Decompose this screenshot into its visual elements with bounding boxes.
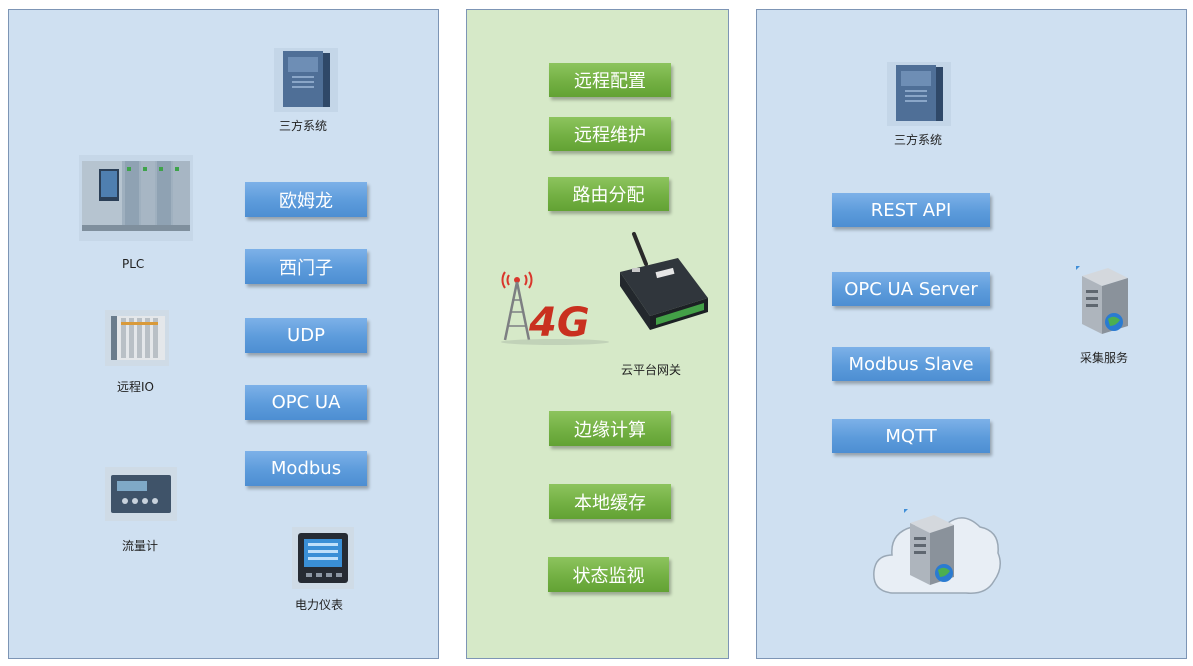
third-party-system-label: 三方系统 [279, 119, 328, 133]
power-meter-icon [292, 527, 354, 589]
opc-ua-server-button[interactable]: OPC UA Server [832, 272, 990, 306]
protocol-opc-ua-button[interactable]: OPC UA [245, 385, 367, 420]
remote-maintenance-button[interactable]: 远程维护 [549, 117, 671, 151]
status-monitor-button[interactable]: 状态监视 [548, 557, 669, 592]
cabinet-icon [274, 48, 338, 112]
modbus-slave-button[interactable]: Modbus Slave [832, 347, 990, 381]
remote-io-icon [105, 310, 169, 366]
protocol-siemens-button[interactable]: 西门子 [245, 249, 367, 284]
power-meter-label: 电力仪表 [295, 598, 344, 612]
device-panel [8, 9, 439, 659]
local-cache-button[interactable]: 本地缓存 [549, 484, 671, 519]
collection-service-label: 采集服务 [1080, 351, 1129, 365]
protocol-udp-button[interactable]: UDP [245, 318, 367, 353]
remote-config-button[interactable]: 远程配置 [549, 63, 671, 97]
cloud-gateway-label: 云平台网关 [621, 363, 682, 377]
svg-text:4G: 4G [528, 300, 590, 346]
remote-io-label: 远程IO [117, 380, 154, 394]
plc-icon [79, 155, 193, 241]
4g-tower-icon: 4G [501, 271, 609, 346]
flowmeter-icon [105, 467, 177, 521]
gateway-device-icon [620, 232, 708, 330]
server-icon [1076, 266, 1128, 334]
protocol-modbus-button[interactable]: Modbus [245, 451, 367, 486]
edge-computing-button[interactable]: 边缘计算 [549, 411, 671, 446]
flowmeter-label: 流量计 [122, 539, 159, 553]
cloud-server-icon [873, 509, 1001, 594]
mqtt-button[interactable]: MQTT [832, 419, 990, 453]
rest-api-button[interactable]: REST API [832, 193, 990, 227]
third-party-system-label: 三方系统 [894, 133, 943, 147]
plc-label: PLC [122, 257, 145, 271]
route-allocation-button[interactable]: 路由分配 [548, 177, 669, 211]
cabinet-icon [887, 62, 951, 126]
protocol-omron-button[interactable]: 欧姆龙 [245, 182, 367, 217]
